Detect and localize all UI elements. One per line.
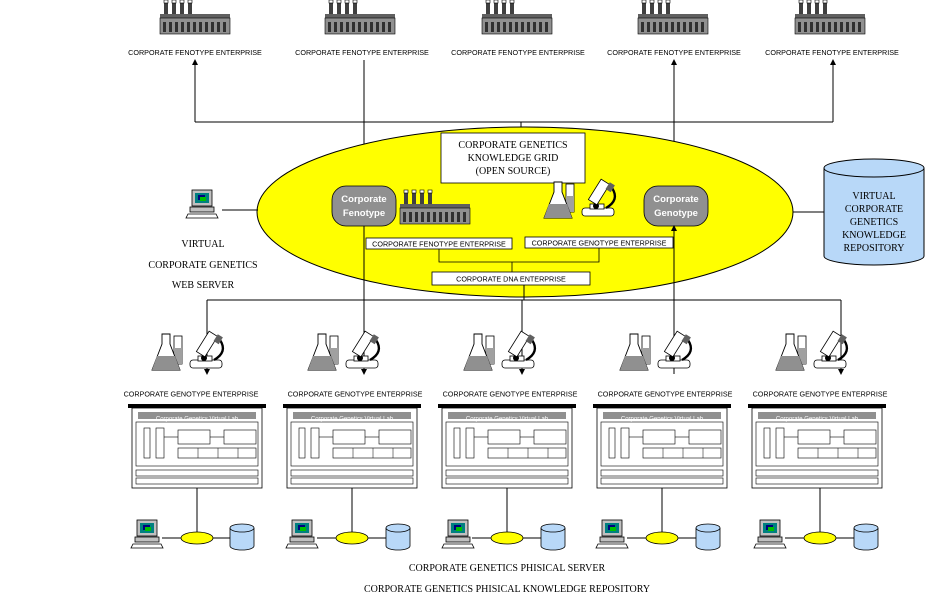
virtual-lab-title: Corporate Genetics Virtual Lab — [466, 417, 549, 423]
factory-icon — [159, 0, 231, 35]
database-icon — [853, 523, 879, 551]
genotype-enterprise-label: CORPORATE GENOTYPE ENTERPRISE — [598, 390, 733, 399]
virtual-lab-1: Corporate Genetics Virtual Lab — [127, 403, 267, 489]
genotype-node-line1: Corporate — [653, 194, 698, 205]
virtual-lab-title: Corporate Genetics Virtual Lab — [311, 417, 394, 423]
genotype-node: Corporate Genotype — [643, 185, 709, 227]
fenotype-enterprise-label: CORPORATE FENOTYPE ENTERPRISE — [765, 48, 899, 57]
factory-icon — [481, 0, 553, 35]
genotype-enterprise-1: CORPORATE GENOTYPE ENTERPRISE — [124, 329, 259, 399]
lab-icon — [618, 329, 693, 372]
grid-title-line3: (OPEN SOURCE) — [476, 166, 551, 177]
fenotype-enterprise-label: CORPORATE FENOTYPE ENTERPRISE — [607, 48, 741, 57]
database-icon — [385, 523, 411, 551]
fenotype-node-line1: Corporate — [341, 194, 386, 205]
repository-line3: GENETICS — [850, 217, 898, 228]
computer-icon — [753, 519, 787, 549]
genotype-enterprise-label: CORPORATE GENOTYPE ENTERPRISE — [753, 390, 888, 399]
virtual-lab-5: Corporate Genetics Virtual Lab — [747, 403, 887, 489]
physical-server-4 — [595, 488, 721, 551]
fenotype-enterprise-3: CORPORATE FENOTYPE ENTERPRISE — [451, 0, 585, 57]
grid-genotype-enterprise: CORPORATE GENOTYPE ENTERPRISE — [532, 239, 667, 248]
physical-repository-label: CORPORATE GENETICS PHISICAL KNOWLEDGE RE… — [364, 584, 650, 595]
fenotype-enterprise-2: CORPORATE FENOTYPE ENTERPRISE — [295, 0, 429, 57]
physical-server-5 — [753, 488, 879, 551]
grid-title-box — [440, 132, 586, 184]
repository-line2: CORPORATE — [845, 204, 903, 215]
physical-server-1 — [130, 488, 255, 551]
genotype-enterprise-label: CORPORATE GENOTYPE ENTERPRISE — [443, 390, 578, 399]
genotype-enterprise-label: CORPORATE GENOTYPE ENTERPRISE — [124, 390, 259, 399]
web-server-line3: WEB SERVER — [172, 280, 235, 291]
fenotype-enterprise-label: CORPORATE FENOTYPE ENTERPRISE — [128, 48, 262, 57]
virtual-lab-title: Corporate Genetics Virtual Lab — [156, 417, 239, 423]
fenotype-enterprise-5: CORPORATE FENOTYPE ENTERPRISE — [765, 0, 899, 57]
virtual-lab-3: Corporate Genetics Virtual Lab — [437, 403, 577, 489]
physical-server-label: CORPORATE GENETICS PHISICAL SERVER — [409, 563, 606, 574]
lab-icon — [306, 329, 381, 372]
fenotype-enterprise-label: CORPORATE FENOTYPE ENTERPRISE — [451, 48, 585, 57]
computer-icon — [130, 519, 164, 549]
repository-line5: REPOSITORY — [844, 243, 905, 254]
database-icon — [695, 523, 721, 551]
virtual-lab-4: Corporate Genetics Virtual Lab — [592, 403, 732, 489]
network-node — [490, 531, 524, 545]
lab-icon — [150, 329, 225, 372]
factory-icon — [324, 0, 396, 35]
virtual-knowledge-repository: VIRTUAL CORPORATE GENETICS KNOWLEDGE REP… — [793, 158, 925, 266]
fenotype-enterprise-4: CORPORATE FENOTYPE ENTERPRISE — [607, 0, 741, 57]
lab-icon — [774, 329, 849, 372]
fenotype-node: Corporate Fenotype — [331, 185, 397, 227]
web-server-line1: VIRTUAL — [181, 239, 224, 250]
lab-icon — [462, 329, 537, 372]
grid-dna-enterprise: CORPORATE DNA ENTERPRISE — [456, 275, 566, 284]
genotype-enterprise-4: CORPORATE GENOTYPE ENTERPRISE — [598, 329, 733, 399]
web-server-line2: CORPORATE GENETICS — [148, 260, 257, 271]
virtual-web-server: VIRTUAL CORPORATE GENETICS WEB SERVER — [148, 189, 258, 291]
fenotype-node-line2: Fenotype — [343, 208, 385, 219]
physical-server-3 — [441, 488, 566, 551]
virtual-lab-title: Corporate Genetics Virtual Lab — [776, 417, 859, 423]
repository-line4: KNOWLEDGE — [842, 230, 906, 241]
computer-icon — [285, 519, 319, 549]
genotype-node-line2: Genotype — [654, 208, 698, 219]
virtual-lab-title: Corporate Genetics Virtual Lab — [621, 417, 704, 423]
genotype-enterprise-label: CORPORATE GENOTYPE ENTERPRISE — [288, 390, 423, 399]
factory-icon — [794, 0, 866, 35]
grid-title-line1: CORPORATE GENETICS — [458, 140, 567, 151]
grid-fenotype-enterprise: CORPORATE FENOTYPE ENTERPRISE — [372, 240, 506, 249]
repository-line1: VIRTUAL — [852, 191, 895, 202]
physical-server-2 — [285, 488, 411, 551]
network-node — [180, 531, 214, 545]
network-node — [803, 531, 837, 545]
knowledge-grid: CORPORATE GENETICS KNOWLEDGE GRID (OPEN … — [256, 126, 794, 298]
genotype-enterprise-3: CORPORATE GENOTYPE ENTERPRISE — [443, 329, 578, 399]
grid-title-line2: KNOWLEDGE GRID — [468, 153, 559, 164]
fenotype-enterprise-label: CORPORATE FENOTYPE ENTERPRISE — [295, 48, 429, 57]
virtual-lab-2: Corporate Genetics Virtual Lab — [282, 403, 422, 489]
database-icon — [229, 523, 255, 551]
genotype-enterprise-2: CORPORATE GENOTYPE ENTERPRISE — [288, 329, 423, 399]
computer-icon — [441, 519, 475, 549]
computer-icon — [595, 519, 629, 549]
network-node — [645, 531, 679, 545]
factory-icon — [637, 0, 709, 35]
computer-icon — [185, 189, 219, 219]
fenotype-enterprise-1: CORPORATE FENOTYPE ENTERPRISE — [128, 0, 262, 57]
database-icon — [540, 523, 566, 551]
genotype-enterprise-5: CORPORATE GENOTYPE ENTERPRISE — [753, 329, 888, 399]
network-node — [335, 531, 369, 545]
